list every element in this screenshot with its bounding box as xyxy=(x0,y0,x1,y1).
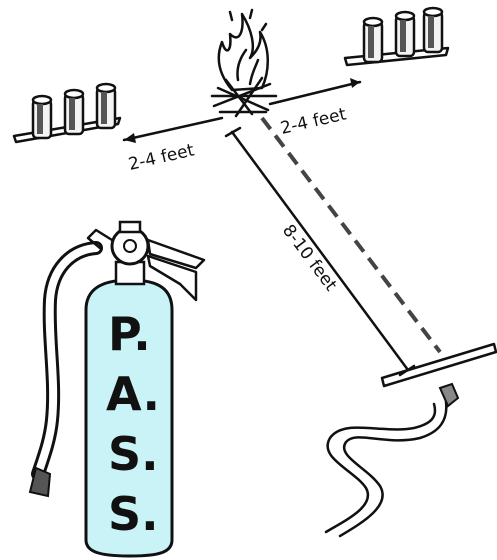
left-distance-label: 2-4 feet xyxy=(127,140,197,175)
hose-icon xyxy=(326,384,458,536)
diagonal-distance-label: 8-10 feet xyxy=(278,221,341,295)
left-distance-arrow xyxy=(124,118,222,143)
barrels-right-icon xyxy=(345,8,448,65)
campfire-icon xyxy=(212,10,276,116)
right-distance-label: 2-4 feet xyxy=(279,104,349,139)
diagonal-distance-line xyxy=(226,128,414,375)
pass-letter-s2: S. xyxy=(108,487,159,541)
pass-letter-a: A. xyxy=(106,367,160,421)
pass-letter-p: P. xyxy=(108,307,151,361)
barrels-left-icon xyxy=(14,84,120,142)
right-distance-arrow xyxy=(270,78,360,104)
pass-letter-s1: S. xyxy=(108,427,159,481)
